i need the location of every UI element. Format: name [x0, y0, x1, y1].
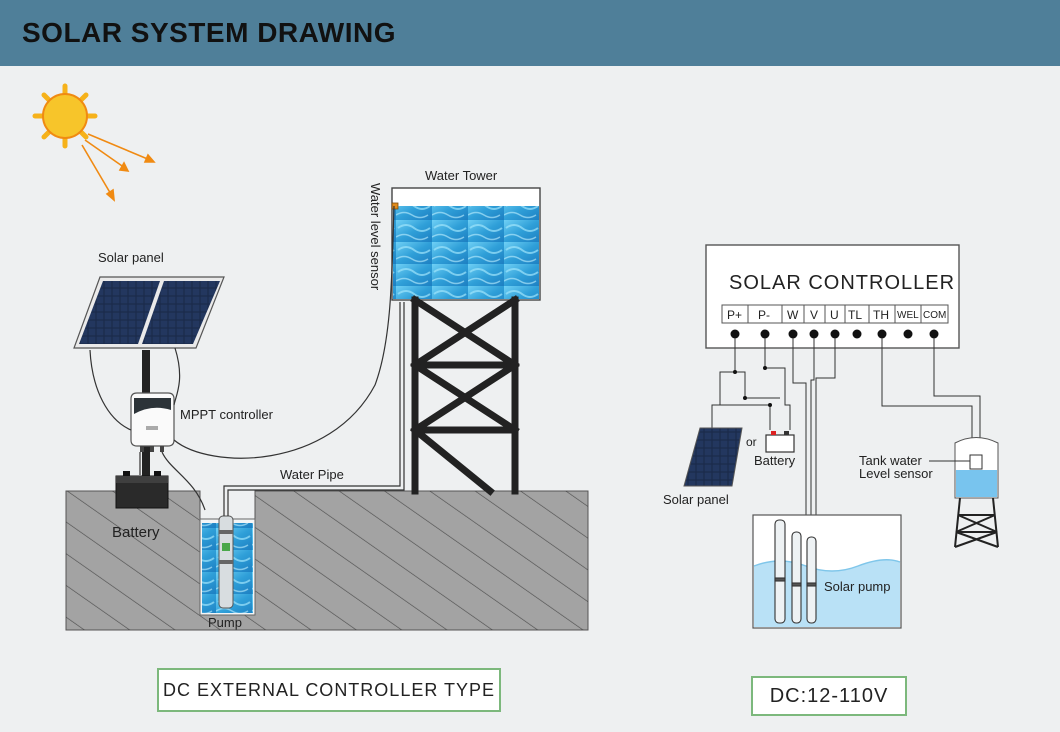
controller-title: SOLAR CONTROLLER — [729, 272, 955, 294]
terminal-u: U — [830, 308, 839, 322]
water-level-sensor-label: Water level sensor — [368, 183, 383, 291]
small-battery-icon — [765, 431, 795, 453]
sun-ray-arrows — [81, 133, 156, 202]
terminal-p-minus: P- — [758, 308, 770, 322]
wire-junctions — [733, 366, 772, 407]
mppt-controller-icon — [130, 392, 175, 452]
tank-sensor-label-line1: Tank water — [859, 453, 923, 468]
page-title: SOLAR SYSTEM DRAWING — [22, 17, 397, 48]
wiring — [89, 205, 405, 516]
battery-icon — [115, 471, 169, 509]
solar-pump-label: Solar pump — [824, 579, 890, 594]
right-solar-panel-label: Solar panel — [663, 492, 729, 507]
solar-panel-label: Solar panel — [98, 250, 164, 265]
terminal-v: V — [810, 308, 818, 322]
battery-label: Battery — [112, 524, 160, 541]
right-battery-label: Battery — [754, 453, 796, 468]
header-bar: SOLAR SYSTEM DRAWING — [0, 0, 1060, 66]
pump-label: Pump — [208, 615, 242, 630]
terminal-w: W — [787, 308, 799, 322]
water-tower-label: Water Tower — [425, 168, 498, 183]
terminal-row: P+ P- W V U TL TH WEL COM — [727, 305, 946, 323]
or-label: or — [746, 435, 757, 449]
terminal-dots — [730, 329, 939, 339]
solar-pump-icons — [774, 519, 817, 624]
terminal-th: TH — [873, 308, 889, 322]
level-sensor-icon — [391, 202, 399, 210]
small-solar-panel-icon — [683, 427, 743, 487]
sun-icon — [32, 83, 98, 149]
terminal-tl: TL — [848, 308, 862, 322]
water-pipe-label: Water Pipe — [280, 467, 344, 482]
solar-panel-icon — [73, 276, 225, 490]
voltage-range-caption: DC:12-110V — [751, 676, 907, 716]
ground-block — [65, 490, 589, 631]
terminal-p-plus: P+ — [727, 308, 742, 322]
terminal-wel: WEL — [897, 310, 919, 321]
mppt-controller-label: MPPT controller — [180, 407, 274, 422]
tank-sensor-label-line2: Level sensor — [859, 466, 933, 481]
tank-tower-icon — [954, 437, 999, 548]
pump-icon — [218, 515, 234, 609]
solar-controller-box — [705, 244, 960, 349]
controller-wiring — [711, 338, 981, 515]
water-tower — [391, 187, 541, 496]
dc-external-controller-caption: DC EXTERNAL CONTROLLER TYPE — [157, 668, 501, 712]
terminal-com: COM — [923, 310, 946, 321]
